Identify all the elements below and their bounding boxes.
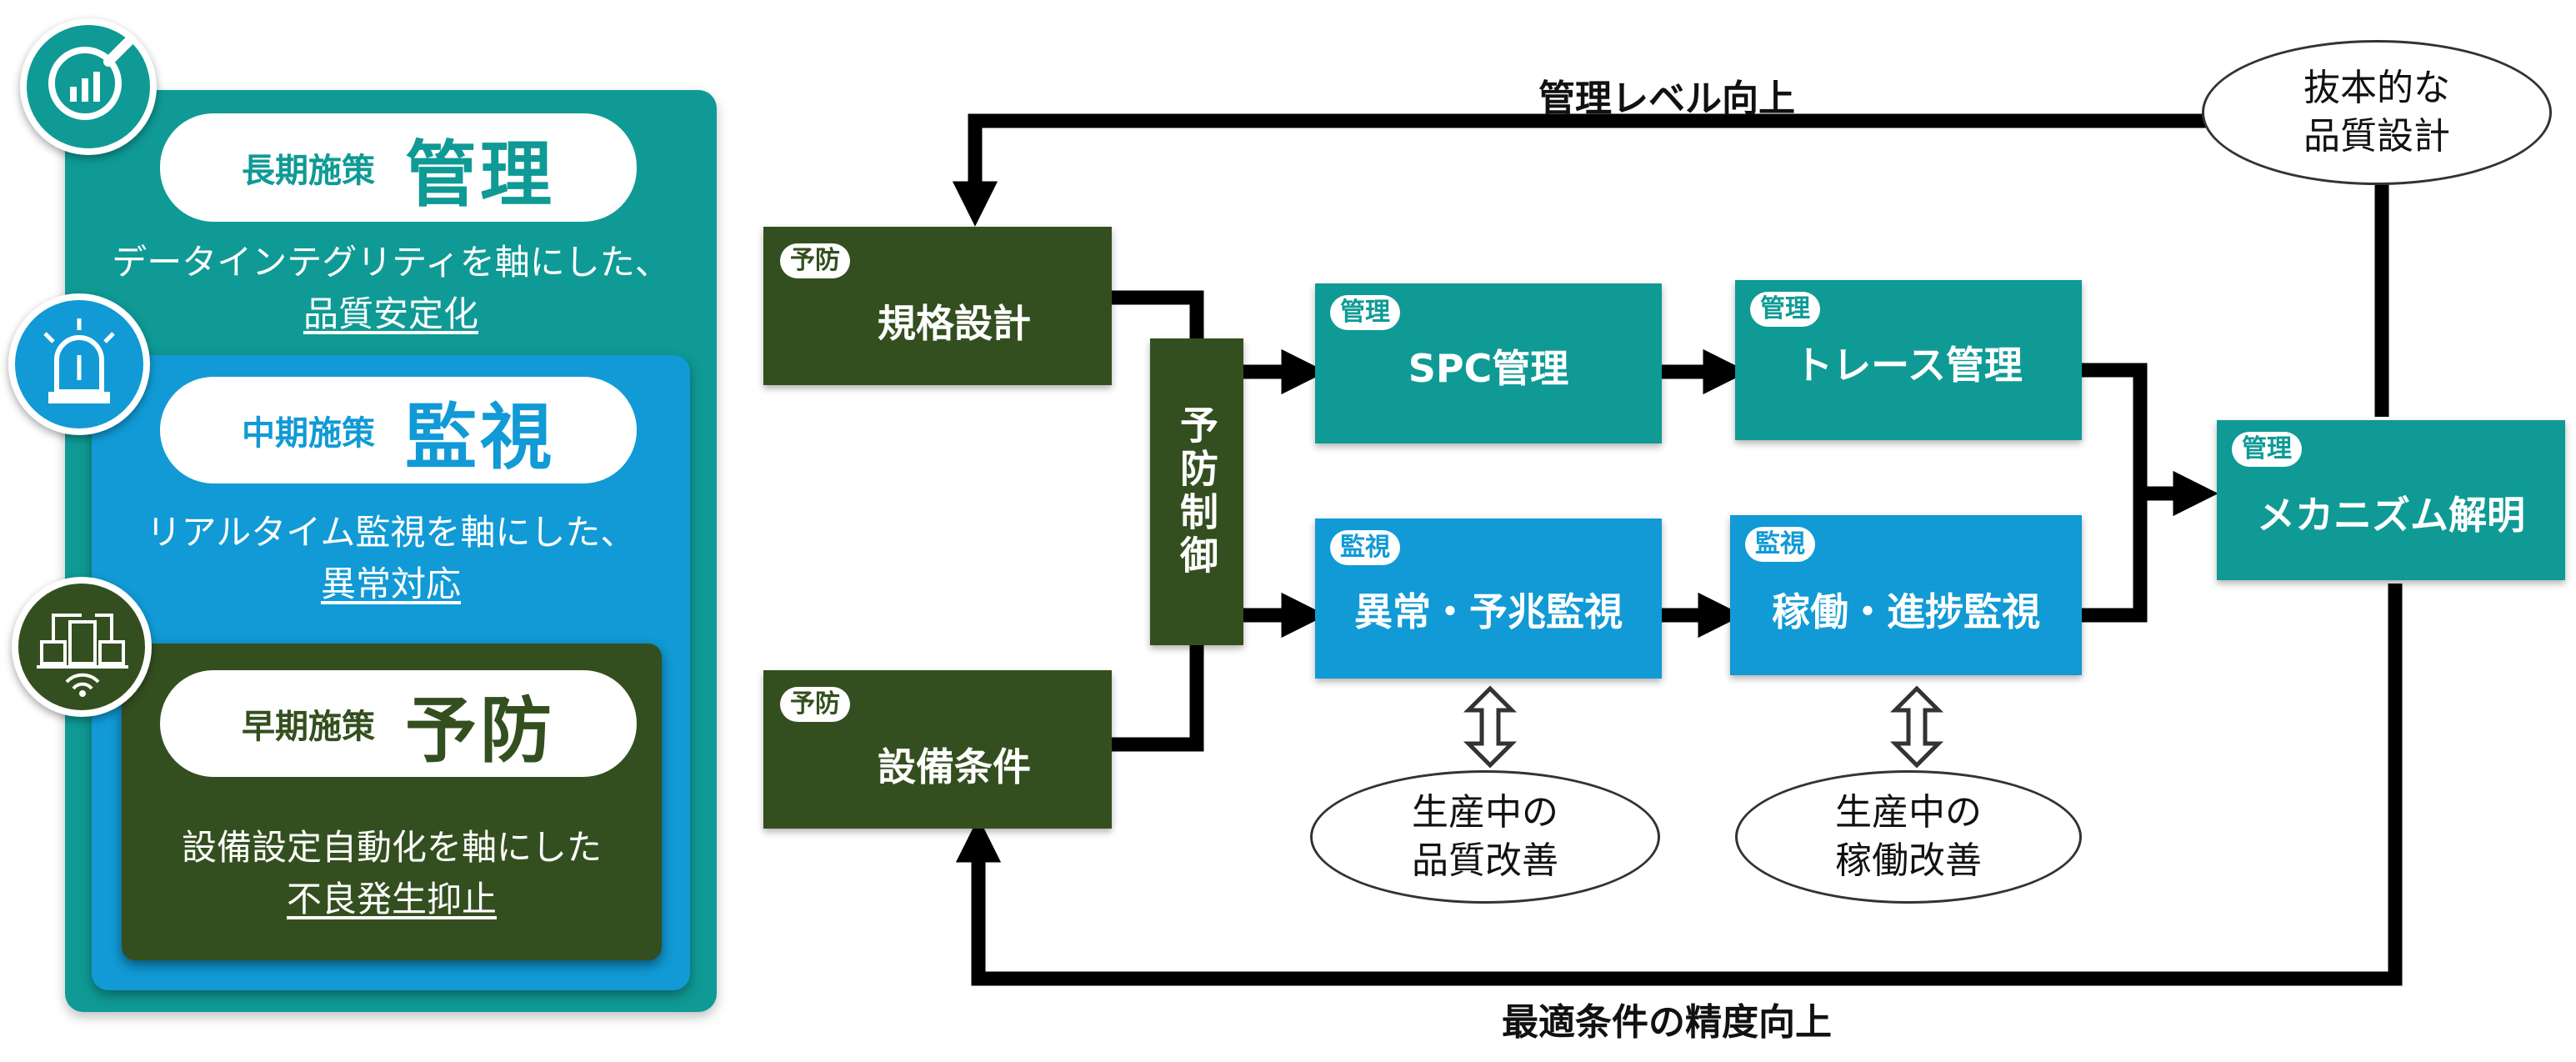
double-arrow-operation	[1889, 685, 1944, 769]
chart-magnifier-icon	[20, 18, 157, 155]
equipment-conditions-label: 設備条件	[878, 744, 1031, 789]
long-term-description: データインテグリティを軸にした、 品質安定化	[83, 237, 698, 340]
operation-tag: 監視	[1745, 527, 1815, 562]
trace-tag: 管理	[1750, 292, 1820, 327]
long-term-desc-line2: 品質安定化	[303, 293, 478, 334]
operation-improve-line2: 稼働改善	[1835, 839, 1982, 882]
bottom-loop-label: 最適条件の精度向上	[1502, 1001, 1832, 1044]
early-term-pill: 早期施策 予防	[160, 670, 637, 777]
mechanism-tag: 管理	[2232, 432, 2302, 467]
operation-box: 監視 稼働・進捗監視	[1730, 515, 2082, 675]
preventive-control-box: 予防制御	[1150, 338, 1243, 645]
spc-box: 管理 SPC管理	[1315, 283, 1662, 443]
equipment-conditions-tag: 予防	[780, 687, 850, 722]
double-arrow-quality	[1463, 685, 1518, 769]
operation-label: 稼働・進捗監視	[1772, 589, 2040, 634]
quality-improvement-ellipse: 生産中の 品質改善	[1310, 770, 1660, 904]
early-term-description: 設備設定自動化を軸にした 不良発生抑止	[122, 822, 662, 925]
long-term-label: 長期施策	[242, 152, 375, 190]
equipment-conditions-box: 予防 設備条件	[763, 670, 1112, 829]
mid-term-pill: 中期施策 監視	[160, 377, 637, 483]
alarm-light-icon	[8, 293, 150, 435]
trace-label: トレース管理	[1794, 343, 2023, 388]
spec-design-tag: 予防	[780, 243, 850, 278]
anomaly-label: 異常・予兆監視	[1354, 589, 1623, 634]
mid-term-label: 中期施策	[242, 414, 375, 453]
trace-box: 管理 トレース管理	[1735, 280, 2082, 440]
spc-label: SPC管理	[1408, 346, 1569, 391]
fundamental-design-ellipse: 抜本的な 品質設計	[2202, 40, 2552, 185]
early-term-keyword: 予防	[405, 689, 555, 773]
fundamental-line2: 品質設計	[2303, 115, 2450, 158]
long-term-desc-line1: データインテグリティを軸にした、	[112, 242, 670, 283]
early-term-desc-line1: 設備設定自動化を軸にした	[181, 827, 602, 868]
top-loop-label: 管理レベル向上	[1538, 78, 1795, 120]
anomaly-tag: 監視	[1330, 530, 1400, 565]
fundamental-line1: 抜本的な	[2303, 67, 2450, 109]
operation-improvement-ellipse: 生産中の 稼働改善	[1735, 770, 2082, 904]
quality-improve-line2: 品質改善	[1412, 839, 1558, 882]
mid-term-keyword: 監視	[405, 395, 555, 479]
early-term-label: 早期施策	[242, 708, 375, 746]
mid-term-description: リアルタイム監視を軸にした、 異常対応	[92, 507, 690, 610]
mechanism-box: 管理 メカニズム解明	[2217, 420, 2565, 580]
spec-design-label: 規格設計	[878, 301, 1031, 346]
spec-design-box: 予防 規格設計	[763, 227, 1112, 385]
long-term-pill: 長期施策 管理	[160, 113, 637, 222]
operation-improve-line1: 生産中の	[1835, 791, 1982, 834]
long-term-keyword: 管理	[405, 133, 555, 217]
quality-improve-line1: 生産中の	[1412, 791, 1558, 834]
preventive-control-label: 予防制御	[1174, 405, 1219, 579]
mid-term-desc-line2: 異常対応	[320, 564, 461, 604]
early-term-desc-line2: 不良発生抑止	[286, 879, 497, 919]
mechanism-label: メカニズム解明	[2257, 493, 2525, 538]
factory-network-icon	[12, 577, 152, 717]
mid-term-desc-line1: リアルタイム監視を軸にした、	[146, 512, 636, 553]
anomaly-box: 監視 異常・予兆監視	[1315, 518, 1662, 679]
spc-tag: 管理	[1330, 295, 1400, 330]
